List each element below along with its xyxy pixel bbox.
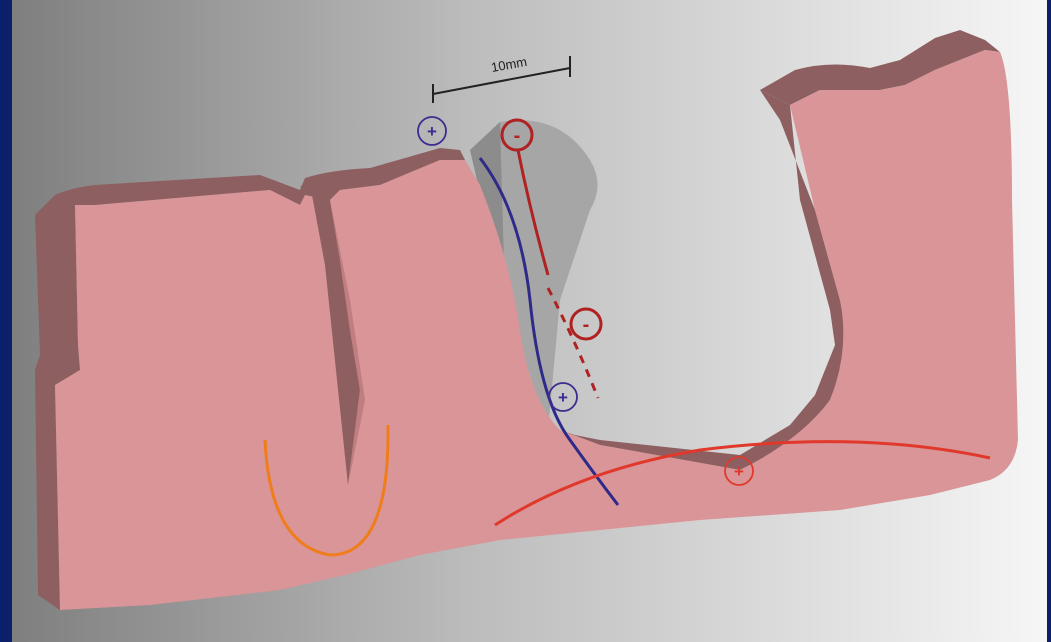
svg-text:+: +	[427, 122, 437, 141]
svg-text:+: +	[734, 462, 744, 481]
svg-text:-: -	[583, 314, 590, 336]
svg-text:-: -	[514, 125, 521, 147]
svg-text:+: +	[558, 388, 568, 407]
